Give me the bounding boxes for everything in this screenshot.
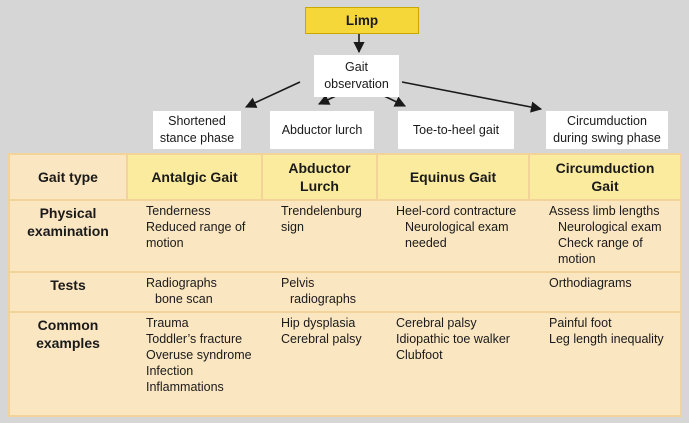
cell-line: Leg length inequality — [549, 332, 664, 346]
cell-line: Tenderness — [146, 204, 211, 218]
cell-line: Heel-cord contracture — [396, 204, 517, 218]
arrow-to-circumduction — [401, 81, 543, 113]
header-divider — [261, 155, 263, 199]
cell-abductor-physical: Trendelenburg sign — [281, 203, 362, 235]
row-divider — [10, 199, 680, 201]
cell-line: Neurological exam — [558, 220, 662, 234]
cell-line: Reduced range of — [146, 220, 246, 234]
cell-line: bone scan — [155, 292, 213, 306]
header-abductor-lurch: Abductor Lurch — [263, 155, 376, 199]
cell-line: Idiopathic toe walker — [396, 332, 510, 346]
cell-line: Infection — [146, 364, 194, 378]
cell-line: Check range of — [558, 236, 643, 250]
row-label-common-examples: Common examples — [36, 317, 100, 351]
cell-line: Cerebral palsy — [281, 332, 362, 346]
header-divider — [528, 155, 530, 199]
header-equinus-gait: Equinus Gait — [378, 155, 528, 199]
row-divider — [10, 271, 680, 273]
row-divider — [10, 311, 680, 313]
shortened-stance-phase-box: Shortened stance phase — [153, 111, 241, 149]
cell-line: Trendelenburg — [281, 204, 362, 218]
row-label-tests: Tests — [50, 277, 86, 293]
cell-line: Toddler’s fracture — [146, 332, 243, 346]
header-gait-type: Gait type — [38, 169, 98, 185]
cell-line: Painful foot — [549, 316, 612, 330]
cell-line: Cerebral palsy — [396, 316, 477, 330]
cell-circumduction-tests: Orthodiagrams — [549, 275, 632, 291]
circumduction-swing-phase-box: Circumduction during swing phase — [546, 111, 668, 149]
cell-line: motion — [146, 236, 184, 250]
cell-line: Neurological exam — [405, 220, 509, 234]
header-circumduction-gait: Circumduction Gait — [530, 155, 680, 199]
toe-to-heel-gait-box: Toe-to-heel gait — [398, 111, 514, 149]
cell-line: Overuse syndrome — [146, 348, 252, 362]
gait-observation-box: Gait observation — [314, 55, 399, 97]
cell-line: sign — [281, 220, 304, 234]
header-divider — [126, 155, 128, 199]
arrow-to-shortened-stance — [244, 81, 301, 108]
cell-line: Trauma — [146, 316, 189, 330]
gait-table: Gait type Antalgic Gait Abductor Lurch E… — [8, 153, 682, 417]
cell-line: Inflammations — [146, 380, 224, 394]
abductor-lurch-box: Abductor lurch — [270, 111, 374, 149]
cell-line: motion — [558, 252, 596, 266]
cell-line: Pelvis — [281, 276, 315, 290]
cell-line: Radiographs — [146, 276, 217, 290]
header-divider — [376, 155, 378, 199]
cell-line: Clubfoot — [396, 348, 443, 362]
cell-abductor-tests: Pelvis radiographs — [281, 275, 356, 307]
cell-line: Assess limb lengths — [549, 204, 660, 218]
cell-line: Orthodiagrams — [549, 276, 632, 290]
cell-antalgic-tests: Radiographs bone scan — [146, 275, 217, 307]
cell-line: Hip dysplasia — [281, 316, 356, 330]
row-label-physical-examination: Physical examination — [27, 205, 109, 239]
header-antalgic-gait: Antalgic Gait — [128, 155, 261, 199]
cell-line: needed — [405, 236, 447, 250]
limp-box: Limp — [305, 7, 419, 34]
cell-line: radiographs — [290, 292, 357, 306]
